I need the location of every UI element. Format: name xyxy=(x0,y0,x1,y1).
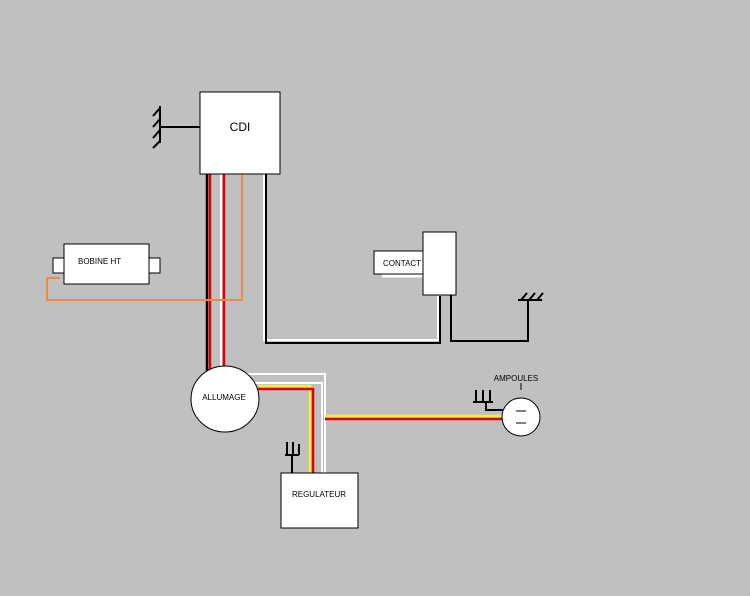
wire-white2-allumage xyxy=(250,382,323,473)
ampoules-label: AMPOULES xyxy=(494,374,538,383)
ground-symbol-contact xyxy=(518,292,544,301)
ground-symbol-regulateur xyxy=(285,442,300,473)
contact-box: CONTACT xyxy=(373,231,457,296)
wire-red-allumage-regulateur xyxy=(258,387,315,473)
ground-symbol-ampoules xyxy=(473,390,503,411)
ground-symbol-cdi xyxy=(152,106,200,149)
contact-label: CONTACT xyxy=(383,259,421,268)
wire-white-cdi-contact xyxy=(263,174,439,341)
bobine-ht-box: BOBINE HT xyxy=(52,243,161,285)
wire-yellow-allumage-regulateur xyxy=(258,384,312,473)
bobine-ht-label: BOBINE HT xyxy=(78,257,121,266)
wire-orange-cdi-bobine xyxy=(46,174,243,301)
wire-black-contact-ground xyxy=(450,295,529,342)
wires xyxy=(46,174,529,473)
wire-black-cdi-contact xyxy=(265,174,441,344)
regulateur-label: REGULATEUR xyxy=(292,490,346,499)
wire-white-allumage-regulateur xyxy=(245,373,326,473)
ampoules-lamp: AMPOULES xyxy=(494,374,541,437)
allumage-circle: ALLUMAGE xyxy=(190,365,260,433)
cdi-label: CDI xyxy=(230,120,251,134)
allumage-label: ALLUMAGE xyxy=(202,393,246,402)
cdi-box: CDI xyxy=(199,91,281,175)
regulateur-box: REGULATEUR xyxy=(280,472,359,529)
